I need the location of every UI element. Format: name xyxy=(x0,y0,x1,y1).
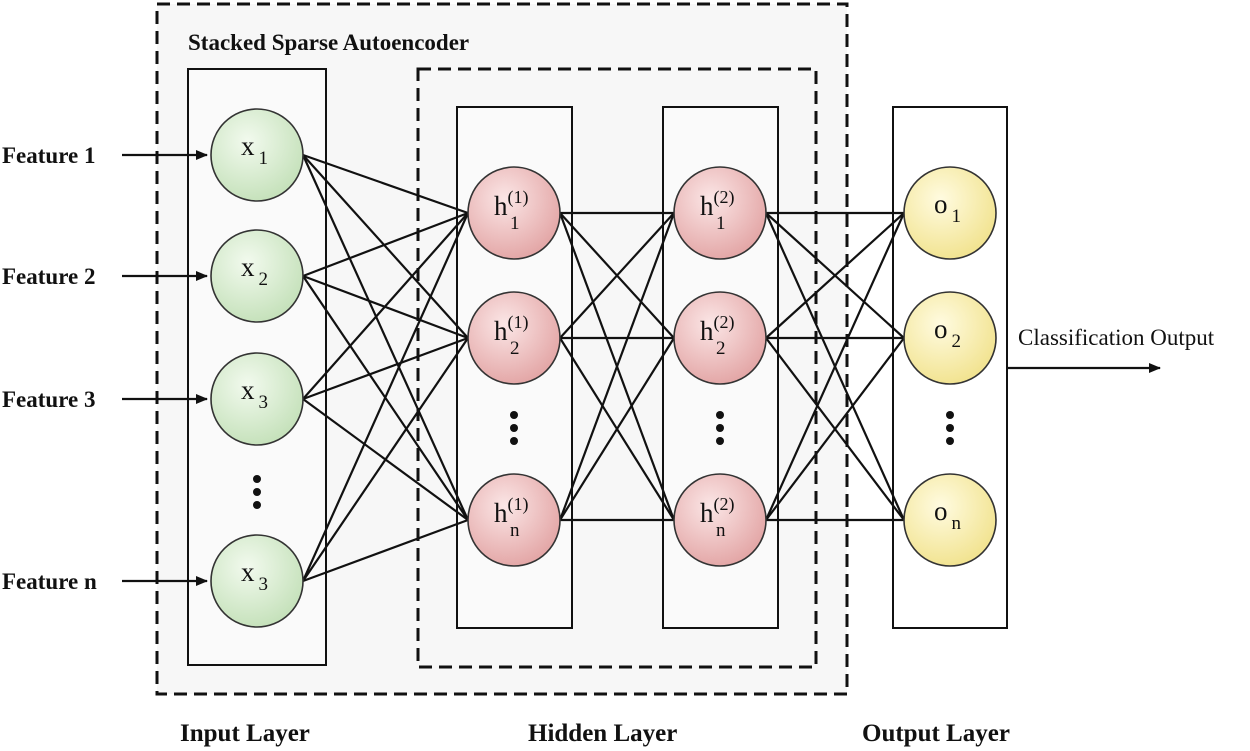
hidden-layer-caption: Hidden Layer xyxy=(528,720,677,747)
hidden-1-node-label: h(1)1 xyxy=(494,187,529,234)
hidden-1-node-label: h(1)n xyxy=(494,494,529,541)
hidden-1-ellipsis-icon xyxy=(510,411,518,445)
hidden-2-node-3: h(2)n xyxy=(673,473,767,567)
feature-n-label: Feature n xyxy=(2,569,97,594)
edge-hidden-2-node-3-to-output-node-2 xyxy=(765,337,905,521)
feature-2-label: Feature 2 xyxy=(2,264,95,289)
hidden-2-node-label: h(2)2 xyxy=(700,312,735,359)
edge-input-node-1-to-hidden-1-node-2 xyxy=(302,154,469,339)
hidden-2-ellipsis-icon xyxy=(716,411,724,445)
hidden-1-node-2: h(1)2 xyxy=(467,291,561,385)
hidden-1-node-circle xyxy=(467,166,561,260)
input-node-circle xyxy=(210,352,304,446)
hidden-2-node-label: h(2)1 xyxy=(700,187,735,234)
output-node-circle xyxy=(903,291,997,385)
feature-3-label: Feature 3 xyxy=(2,387,95,412)
feature-1-label: Feature 1 xyxy=(2,143,95,168)
edge-hidden-1-node-3-to-hidden-2-node-2 xyxy=(559,337,675,521)
edge-hidden-2-node-3-to-output-node-1 xyxy=(764,212,906,521)
edge-input-node-3-to-hidden-1-node-2 xyxy=(302,336,469,401)
hidden-2-node-circle xyxy=(673,473,767,567)
hidden-2-node-2: h(2)2 xyxy=(673,291,767,385)
hidden-1-node-circle xyxy=(467,291,561,385)
hidden-2-node-1: h(2)1 xyxy=(673,166,767,260)
input-node-circle xyxy=(210,229,304,323)
edge-input-node-1-to-hidden-1-node-3 xyxy=(301,154,470,521)
edge-input-node-1-to-hidden-1-node-1 xyxy=(302,153,469,215)
edge-input-node-4-to-hidden-1-node-2 xyxy=(302,337,469,582)
edge-input-node-4-to-hidden-1-node-3 xyxy=(302,518,469,583)
hidden-2-node-circle xyxy=(673,166,767,260)
edge-input-node-3-to-hidden-1-node-1 xyxy=(302,212,469,400)
input-node-circle xyxy=(210,108,304,202)
hidden-1-node-label: h(1)2 xyxy=(494,312,529,359)
classification-output-label: Classification Output xyxy=(1018,325,1215,350)
hidden-2-node-circle xyxy=(673,291,767,385)
connection-edges xyxy=(301,153,906,583)
edge-input-node-4-to-hidden-1-node-1 xyxy=(301,212,470,582)
output-layer-caption: Output Layer xyxy=(862,720,1010,747)
hidden-1-node-3: h(1)n xyxy=(467,473,561,567)
stacked-autoencoder-title: Stacked Sparse Autoencoder xyxy=(188,30,469,55)
output-ellipsis-icon xyxy=(946,411,954,445)
hidden-1-node-1: h(1)1 xyxy=(467,166,561,260)
edge-input-node-2-to-hidden-1-node-1 xyxy=(302,211,469,278)
output-node-circle xyxy=(903,473,997,567)
edge-hidden-1-node-3-to-hidden-2-node-1 xyxy=(558,212,676,521)
input-layer-caption: Input Layer xyxy=(180,720,310,747)
hidden-2-node-label: h(2)n xyxy=(700,494,735,541)
input-ellipsis-icon xyxy=(253,475,261,509)
edge-hidden-1-node-2-to-hidden-2-node-1 xyxy=(559,212,675,339)
feature-inputs: Feature 1 Feature 2 Feature 3 Feature n xyxy=(2,143,208,594)
hidden-1-node-circle xyxy=(467,473,561,567)
edge-hidden-2-node-2-to-output-node-1 xyxy=(765,212,905,339)
hidden-region xyxy=(416,67,818,669)
input-node-circle xyxy=(210,534,304,628)
output-node-circle xyxy=(903,166,997,260)
